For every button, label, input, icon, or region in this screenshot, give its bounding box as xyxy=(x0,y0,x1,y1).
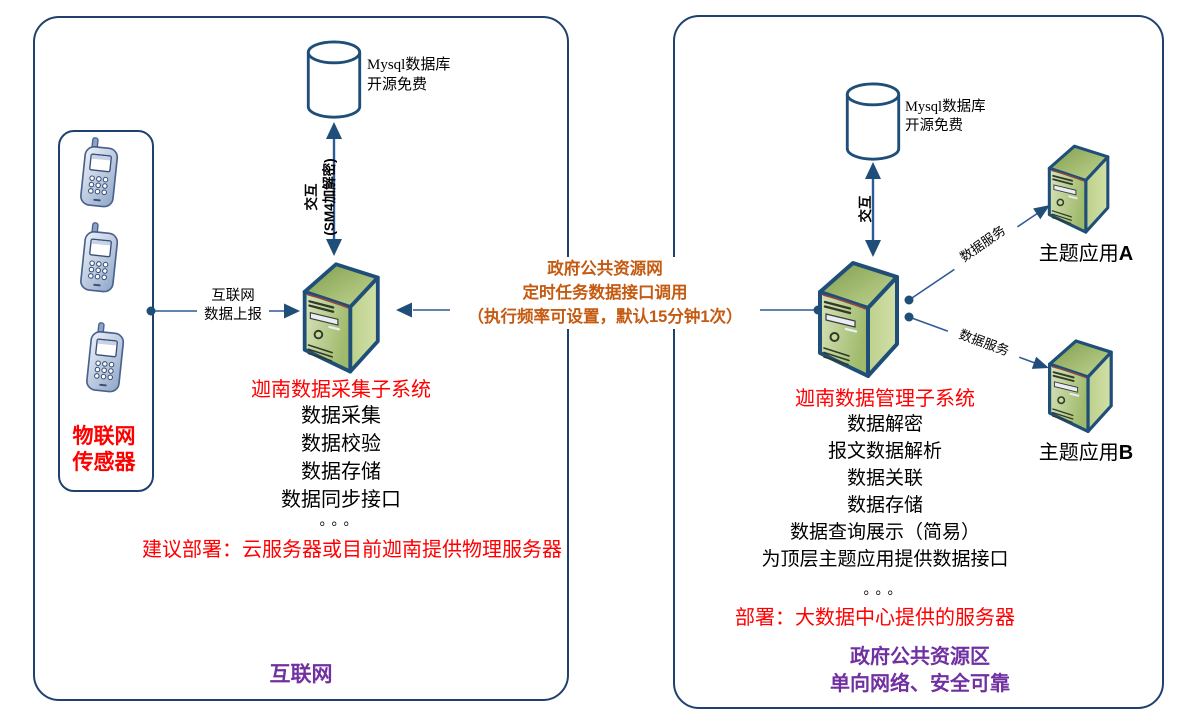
function-item: 为顶层主题应用提供数据接口 xyxy=(761,549,1009,570)
phone-icon xyxy=(70,220,133,297)
manage-deploy-note: 部署：大数据中心提供的服务器 xyxy=(735,607,1015,629)
internet-zone-label: 互联网 xyxy=(269,663,333,686)
function-item: 数据存储 xyxy=(301,461,381,483)
app-a-name: 主题应用 xyxy=(1038,243,1119,265)
cross-link-line2: 定时任务数据接口调用 xyxy=(522,284,688,302)
app-b-server-icon xyxy=(1044,335,1124,435)
phone-icon xyxy=(76,320,139,397)
phone-icon xyxy=(70,135,133,212)
mysql-note: 开源免费 xyxy=(905,118,963,134)
app-a-suffix: A xyxy=(1118,243,1134,265)
function-item: 数据查询展示（简易） xyxy=(789,522,980,543)
collect-server-icon xyxy=(298,258,393,375)
collect-server-functions: 数据采集 数据校验 数据存储 数据同步接口 xyxy=(191,402,491,514)
mysql-note: 开源免费 xyxy=(367,77,428,93)
ellipsis-left: 。。。 xyxy=(319,512,363,528)
gov-zone-box xyxy=(673,15,1164,709)
mysql-name: Mysql数据库 xyxy=(367,57,451,73)
app-b-name: 主题应用 xyxy=(1038,442,1119,464)
gov-zone-label: 政府公共资源区 单向网络、安全可靠 xyxy=(770,644,1070,698)
ellipsis-right: 。。。 xyxy=(863,581,907,597)
upload-line1: 互联网 xyxy=(211,288,255,304)
arrowhead-up-left-db xyxy=(326,122,342,139)
db-link-line1: 交互 xyxy=(304,183,319,211)
db-link-label-right: 交互 xyxy=(858,195,873,223)
function-item: 数据校验 xyxy=(301,433,381,455)
sensor-line2: 传感器 xyxy=(72,451,136,474)
connector-dot-sensors xyxy=(146,306,156,316)
cross-link-line3: （执行频率可设置，默认15分钟1次） xyxy=(467,308,743,326)
manage-server-icon xyxy=(813,258,913,378)
arrowhead-into-collect-server xyxy=(284,303,300,319)
arrowhead-up-right-db xyxy=(865,162,881,179)
function-item: 数据同步接口 xyxy=(281,489,401,511)
mysql-database-icon-left xyxy=(305,40,363,120)
app-b-label: 主题应用B xyxy=(1006,439,1166,467)
manage-server-title: 迦南数据管理子系统 xyxy=(795,388,975,410)
manage-server-functions: 数据解密 报文数据解析 数据关联 数据存储 数据查询展示（简易） 为顶层主题应用… xyxy=(730,411,1040,573)
internet-zone-box xyxy=(33,16,569,701)
upload-link-label: 互联网 数据上报 xyxy=(197,287,269,325)
collect-deploy-note: 建议部署：云服务器或目前迦南提供物理服务器 xyxy=(142,539,562,561)
app-a-label: 主题应用A xyxy=(1006,240,1166,268)
arrowhead-down-right-server xyxy=(865,240,881,257)
arrowhead-down-left-server xyxy=(326,239,342,256)
gov-label-line1: 政府公共资源区 xyxy=(850,646,990,668)
app-b-suffix: B xyxy=(1118,442,1134,464)
arrowhead-into-app-b xyxy=(1031,356,1049,369)
connector-dot-manage-right-top xyxy=(904,295,914,305)
function-item: 数据关联 xyxy=(846,468,923,489)
app-a-server-icon xyxy=(1044,140,1120,236)
function-item: 报文数据解析 xyxy=(827,441,942,462)
collect-server-title: 迦南数据采集子系统 xyxy=(251,379,431,401)
mysql-database-icon-right xyxy=(843,82,903,162)
iot-sensor-label: 物联网 传感器 xyxy=(58,424,150,476)
cross-link-label: 政府公共资源网 定时任务数据接口调用 （执行频率可设置，默认15分钟1次） xyxy=(450,257,760,329)
gov-label-line2: 单向网络、安全可靠 xyxy=(830,673,1010,695)
arrowhead-cross-zone xyxy=(396,302,412,318)
mysql-label-right: Mysql数据库 开源免费 xyxy=(905,98,986,136)
arrowhead-into-app-a xyxy=(1033,205,1050,220)
connector-dot-manage-right-bottom xyxy=(904,312,914,322)
cross-link-line1: 政府公共资源网 xyxy=(547,260,663,278)
mysql-name: Mysql数据库 xyxy=(905,99,986,115)
db-link-line2: (SM4加解密) xyxy=(322,158,337,236)
db-link-label-left: 交互 (SM4加解密) xyxy=(303,137,341,257)
function-item: 数据存储 xyxy=(846,495,923,516)
upload-line2: 数据上报 xyxy=(204,307,262,323)
function-item: 数据解密 xyxy=(846,414,923,435)
mysql-label-left: Mysql数据库 开源免费 xyxy=(367,55,450,95)
sensor-line1: 物联网 xyxy=(72,425,136,448)
function-item: 数据采集 xyxy=(301,405,381,427)
